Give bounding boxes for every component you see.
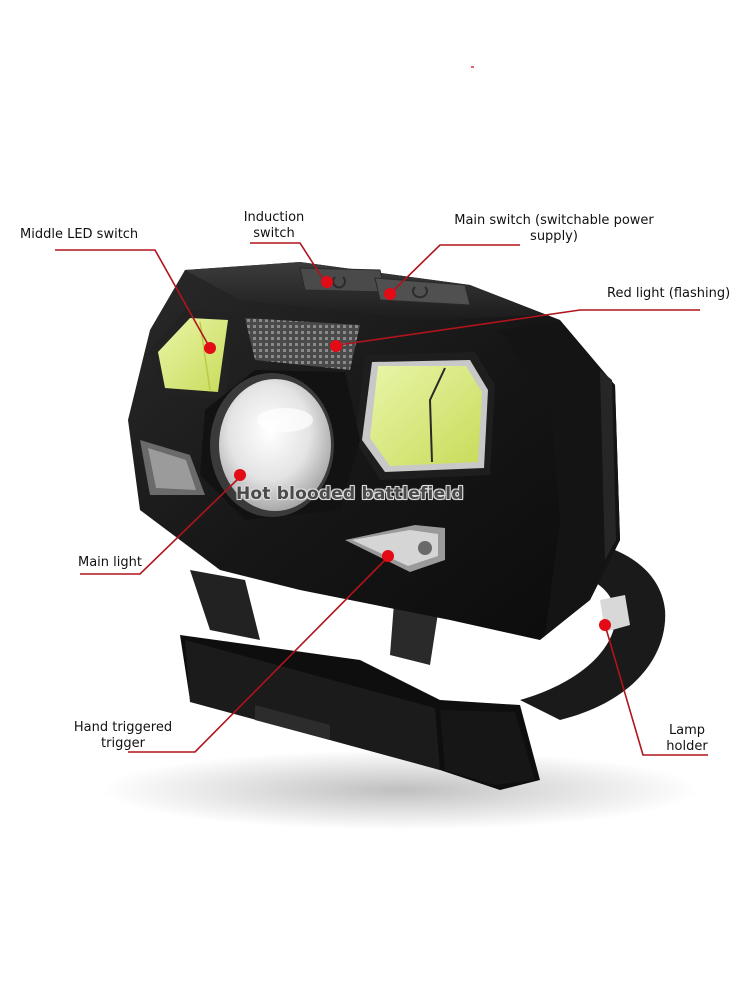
label-red-light: Red light (flashing) — [607, 286, 731, 301]
callout-dot-hand-trigger — [382, 550, 394, 562]
side-led-panel — [370, 366, 482, 466]
callout-line-hand-trigger — [128, 557, 388, 753]
callout-line-main-light — [80, 476, 241, 575]
headlamp-side-edge — [600, 370, 616, 560]
callout-line-red-light — [337, 309, 700, 346]
mount-plate — [185, 640, 440, 770]
label-hand-trigger-line1: Hand triggered — [73, 720, 173, 735]
middle-led-panel — [158, 318, 228, 392]
label-induction-switch-line2: switch — [253, 226, 295, 241]
label-lamp-holder-line1: Lamp — [668, 723, 706, 738]
callout-dot-induction — [321, 276, 333, 288]
sensor-eye — [418, 541, 432, 555]
callout-dot-main-switch — [384, 288, 396, 300]
induction-switch-button[interactable] — [299, 267, 386, 293]
lamp-holder-strap — [520, 538, 666, 720]
callout-dot-middle-led — [204, 342, 216, 354]
callout-dot-red-light — [330, 340, 342, 352]
lens-highlight — [257, 408, 313, 432]
label-main-switch-line2: supply) — [530, 229, 578, 244]
label-main-switch-line1: Main switch (switchable power — [454, 213, 654, 228]
mount-hinge-end — [440, 710, 535, 785]
label-lamp-holder: Lamp holder — [662, 723, 712, 755]
label-hand-trigger-line2: trigger — [101, 736, 145, 751]
power-glyph-icon — [332, 276, 346, 289]
hinge-arm-left — [190, 570, 260, 640]
power-glyph-icon — [412, 286, 428, 299]
label-hand-trigger: Hand triggered trigger — [60, 720, 186, 752]
callout-line-main-switch — [391, 244, 520, 293]
side-led-seam — [428, 367, 446, 463]
label-middle-led-switch: Middle LED switch — [20, 227, 139, 242]
label-induction-switch: Induction switch — [236, 210, 312, 242]
callout-dot-lamp-holder — [599, 619, 611, 631]
watermark-text: Hot blooded battlefield — [236, 484, 464, 504]
sensor-glass — [352, 530, 438, 566]
callout-lines — [55, 242, 708, 756]
headlamp-side-panel — [500, 322, 620, 635]
callout-dots — [204, 276, 611, 631]
left-reflector-glass — [148, 448, 196, 490]
label-induction-switch-line1: Induction — [243, 210, 305, 225]
red-light-mesh — [245, 318, 360, 370]
mount-clip — [255, 705, 330, 740]
callout-line-induction — [250, 242, 326, 283]
callout-line-lamp-holder — [604, 624, 708, 756]
label-main-switch: Main switch (switchable power supply) — [440, 213, 668, 245]
label-lamp-holder-line2: holder — [666, 739, 708, 754]
callout-line-middle-led — [55, 249, 211, 349]
ground-shadow — [100, 750, 700, 830]
stray-mark — [471, 66, 474, 68]
label-main-light: Main light — [78, 555, 142, 570]
callout-dot-main-light — [234, 469, 246, 481]
